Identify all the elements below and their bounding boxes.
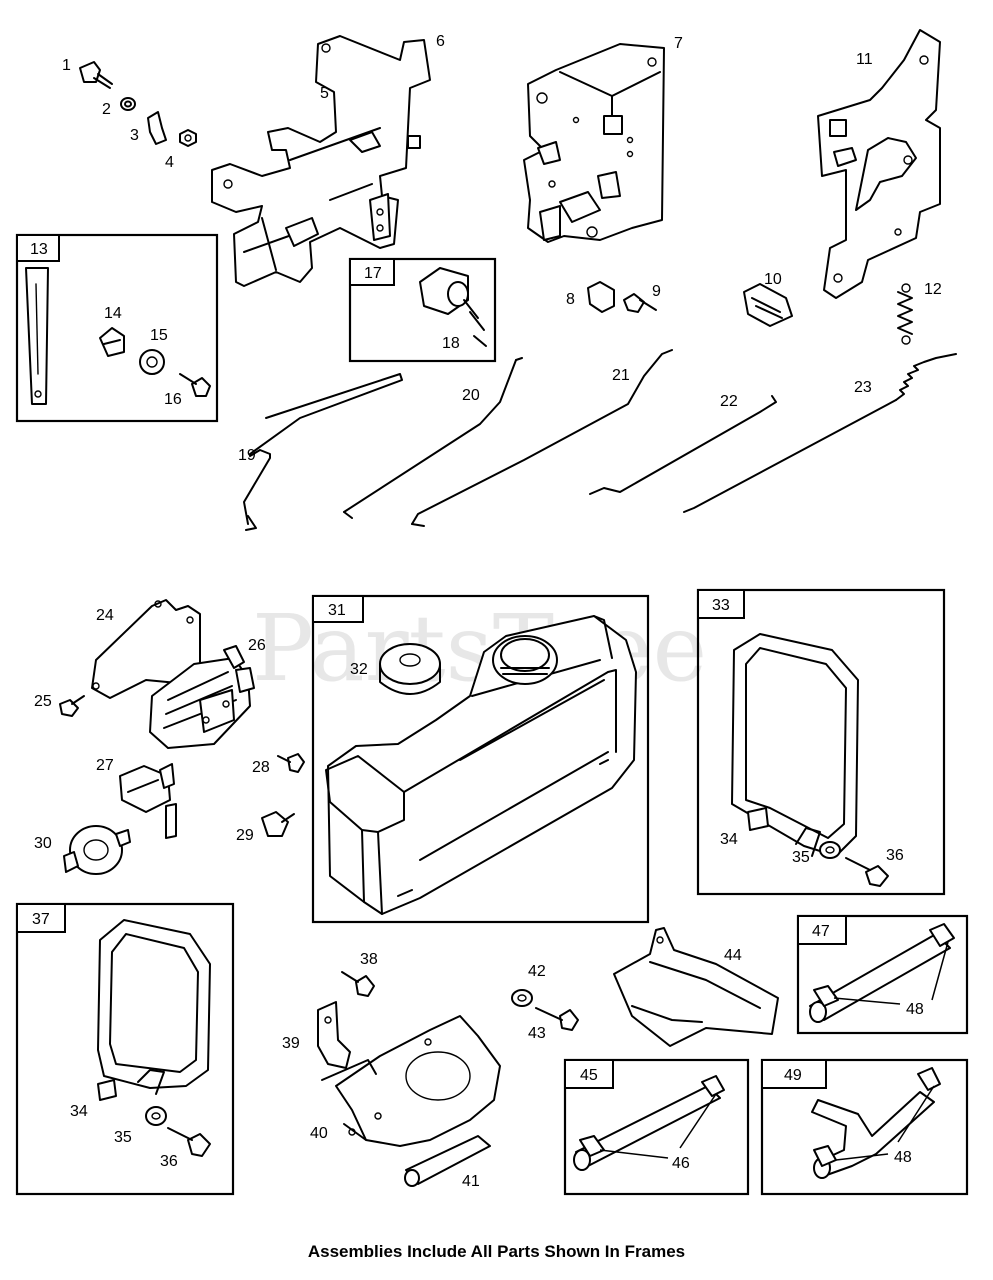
part-38-screw (341, 971, 375, 997)
callout-12: 12 (924, 281, 942, 298)
callout-20: 20 (462, 387, 480, 404)
frame-13-label: 13 (30, 241, 48, 258)
part-27-shutoff-valve (119, 763, 177, 839)
part-40-tank-bracket (321, 1015, 501, 1147)
callout-14: 14 (104, 305, 122, 322)
callout-46: 46 (672, 1155, 690, 1172)
callout-7: 7 (674, 35, 683, 52)
frame-47-label: 47 (812, 923, 830, 940)
callout-27: 27 (96, 757, 114, 774)
frame-45-label: 45 (580, 1067, 598, 1084)
callout-22: 22 (720, 393, 738, 410)
callout-3: 3 (130, 127, 139, 144)
part-7-control-bracket (523, 43, 665, 243)
frame-49: 49 (760, 1058, 969, 1196)
part-20-rod (343, 357, 523, 519)
callout-42: 42 (528, 963, 546, 980)
callout-35b: 35 (114, 1129, 132, 1146)
callout-34b: 34 (70, 1103, 88, 1120)
callout-18: 18 (442, 335, 460, 352)
callout-29: 29 (236, 827, 254, 844)
part-41-hose (404, 1135, 491, 1187)
frame-13: 13 (15, 233, 219, 423)
part-29-fitting (261, 811, 295, 837)
part-24-bracket (91, 599, 201, 699)
frame-45: 45 (563, 1058, 750, 1196)
callout-43: 43 (528, 1025, 546, 1042)
callout-36a: 36 (886, 847, 904, 864)
part-30-fuel-filter (63, 825, 131, 875)
part-11-governor-bracket (817, 29, 941, 299)
part-3-clip (147, 111, 167, 145)
part-28-screw (277, 753, 305, 773)
frame-17-label: 17 (364, 265, 382, 282)
callout-26: 26 (248, 637, 266, 654)
callout-40: 40 (310, 1125, 328, 1142)
callout-30: 30 (34, 835, 52, 852)
frame-31: 31 (311, 594, 650, 924)
callout-1: 1 (62, 57, 71, 74)
callout-10: 10 (764, 271, 782, 288)
part-26-fuel-pump (149, 645, 255, 749)
callout-35a: 35 (792, 849, 810, 866)
callout-24: 24 (96, 607, 114, 624)
callout-38: 38 (360, 951, 378, 968)
part-6-control-bracket (211, 35, 431, 287)
frame-31-label: 31 (328, 602, 346, 619)
callout-19: 19 (238, 447, 256, 464)
part-1-screw (79, 61, 113, 89)
part-8-clip (587, 281, 615, 313)
callout-16: 16 (164, 391, 182, 408)
callout-9: 9 (652, 283, 661, 300)
part-39-clip (317, 1001, 351, 1069)
callout-25: 25 (34, 693, 52, 710)
frame-37-label: 37 (32, 911, 50, 928)
frame-17: 17 (348, 257, 497, 363)
part-42-washer (511, 989, 533, 1007)
callout-5: 5 (320, 85, 329, 102)
part-25-screw (59, 695, 85, 717)
part-43-screw (535, 1007, 579, 1031)
part-32-fuel-cap (379, 643, 441, 695)
frame-47: 47 (796, 914, 969, 1035)
callout-15: 15 (150, 327, 168, 344)
part-4-nut (179, 129, 197, 147)
callout-28: 28 (252, 759, 270, 776)
callout-48a: 48 (906, 1001, 924, 1018)
callout-36b: 36 (160, 1153, 178, 1170)
part-12-spring (897, 283, 913, 345)
callout-23: 23 (854, 379, 872, 396)
callout-32: 32 (350, 661, 368, 678)
part-9-screw (623, 293, 657, 313)
part-22-rod (589, 395, 777, 495)
part-2-washer (120, 97, 136, 111)
frame-33-label: 33 (712, 597, 730, 614)
part-44-heat-shield (613, 927, 779, 1047)
frame-33: 33 (696, 588, 946, 896)
frame-49-label: 49 (784, 1067, 802, 1084)
diagram-caption: Assemblies Include All Parts Shown In Fr… (307, 1242, 686, 1261)
part-21-rod (411, 349, 673, 527)
callout-11: 11 (856, 51, 873, 68)
callout-8: 8 (566, 291, 575, 308)
part-10-clamp (743, 283, 793, 327)
fuel-tank (325, 615, 637, 915)
frame-37: 37 (15, 902, 235, 1196)
callout-41: 41 (462, 1173, 480, 1190)
callout-34a: 34 (720, 831, 738, 848)
callout-21: 21 (612, 367, 630, 384)
callout-44: 44 (724, 947, 742, 964)
part-19-rod (243, 373, 403, 531)
callout-2: 2 (102, 101, 111, 118)
part-23-cable (683, 353, 957, 513)
callout-4: 4 (165, 154, 174, 171)
callout-48b: 48 (894, 1149, 912, 1166)
callout-39: 39 (282, 1035, 300, 1052)
callout-6: 6 (436, 33, 445, 50)
